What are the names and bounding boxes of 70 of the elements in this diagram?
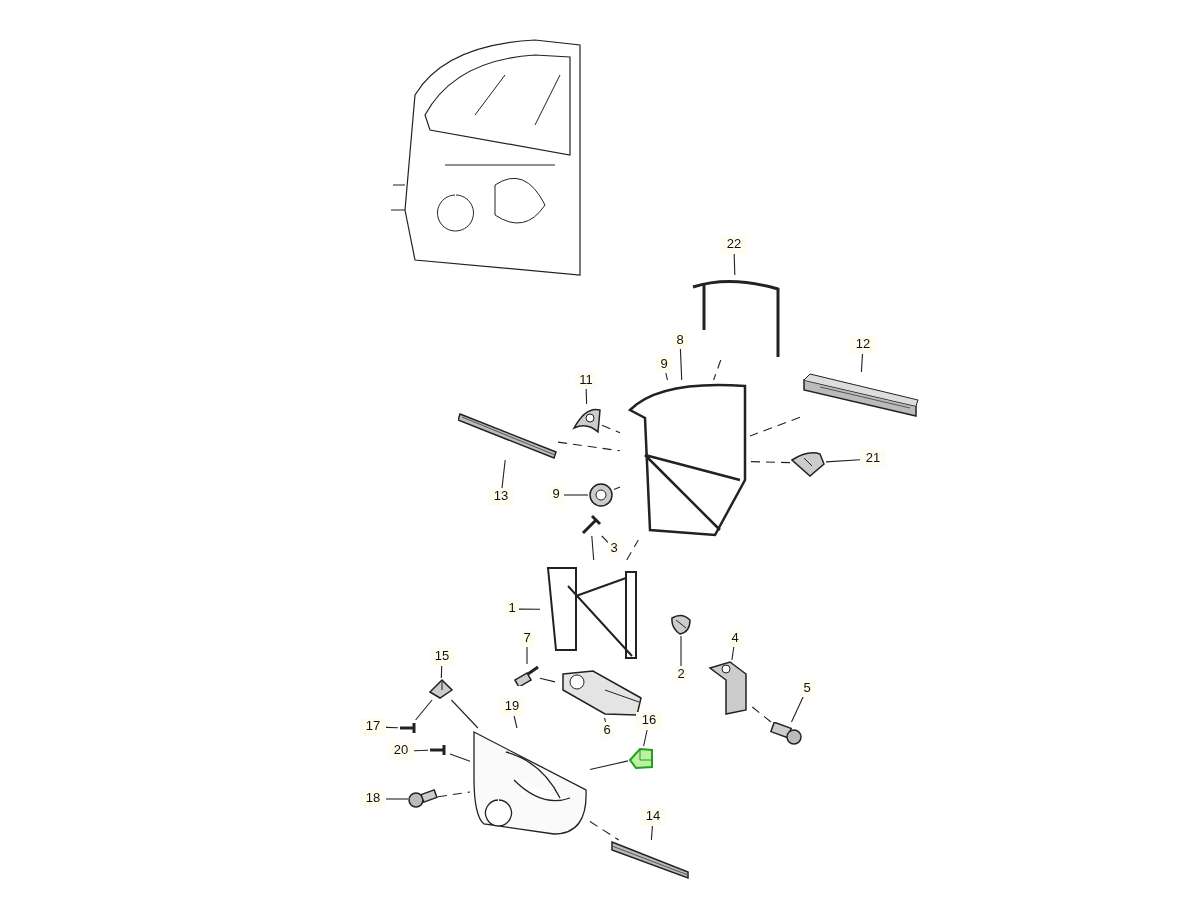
callout-number: 3 (608, 540, 620, 557)
bolt-drawing (514, 664, 540, 686)
leader-line (513, 715, 518, 729)
leader-line (679, 348, 683, 381)
leader-line (563, 494, 589, 496)
connector-line (415, 699, 433, 721)
callout-number: 9 (548, 486, 564, 504)
callout-number: 1 (505, 600, 519, 618)
leader-line (385, 798, 409, 800)
assembly-line (601, 424, 621, 434)
leader-line (601, 535, 609, 543)
trim-strip-drawing (800, 372, 920, 418)
callout-number: 9 (656, 356, 672, 373)
callout-number: 11 (575, 372, 597, 389)
leader-line (650, 825, 653, 841)
leader-line (604, 717, 606, 723)
leader-line (825, 459, 861, 463)
callout-number: 13 (488, 488, 514, 506)
leader-line (665, 372, 668, 381)
assembly-line (626, 539, 639, 561)
leader-line (518, 608, 541, 610)
leader-line (790, 696, 804, 723)
callout-number: 5 (800, 680, 814, 697)
leader-line (385, 726, 399, 729)
callout-number: 21 (860, 450, 886, 468)
callout-number: 16 (636, 712, 662, 730)
assembly-line (589, 820, 620, 841)
assembly-line (613, 486, 621, 491)
callout-number: 22 (721, 236, 747, 254)
assembly-line (557, 441, 621, 452)
callout-number: 14 (640, 808, 666, 826)
leader-line (440, 665, 443, 679)
leader-line (501, 459, 506, 489)
assembly-line (749, 416, 801, 437)
clip-drawing (628, 746, 654, 770)
leader-line (413, 749, 429, 752)
leader-line (643, 729, 648, 747)
leader-line (860, 353, 864, 373)
screw-drawing (580, 514, 602, 536)
callout-number: 18 (360, 790, 386, 808)
callout-number: 17 (360, 718, 386, 736)
clip-drawing (668, 612, 694, 636)
clip-drawing (428, 678, 454, 700)
leader-line (733, 253, 736, 276)
leader-line (526, 646, 528, 665)
bracket-drawing (708, 660, 748, 715)
callout-number: 2 (675, 666, 687, 683)
callout-number: 8 (672, 332, 688, 349)
callout-number: 19 (500, 698, 524, 716)
grommet-drawing (588, 482, 614, 508)
callout-number: 6 (600, 722, 614, 739)
bolt-drawing (770, 722, 802, 746)
connector-line (539, 677, 556, 683)
assembly-line (749, 461, 791, 464)
assembly-line (713, 359, 722, 381)
connector-line (591, 535, 595, 561)
callout-number: 12 (850, 336, 876, 354)
assembly-line (437, 791, 471, 798)
callout-number: 7 (520, 630, 534, 647)
connector-line (449, 753, 471, 762)
callout-number: 15 (430, 648, 454, 666)
trim-strip-drawing (610, 840, 690, 880)
trim-strip-drawing (458, 410, 558, 460)
door-panel-drawing (470, 728, 590, 838)
leader-line (680, 635, 682, 667)
callout-number: 20 (388, 742, 414, 760)
connector-line (450, 699, 479, 729)
callout-number: 4 (728, 630, 742, 647)
leader-line (731, 646, 735, 661)
connector-line (589, 760, 629, 771)
